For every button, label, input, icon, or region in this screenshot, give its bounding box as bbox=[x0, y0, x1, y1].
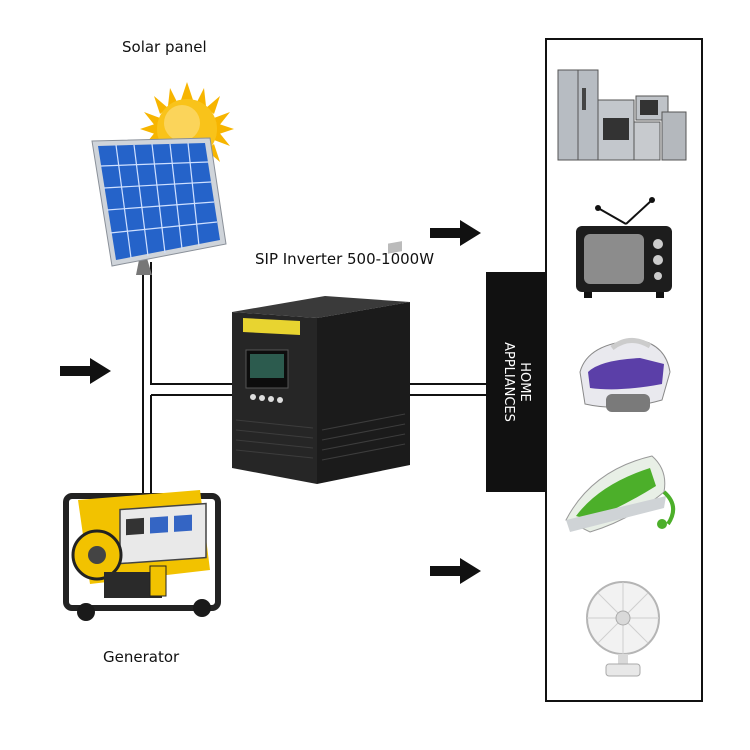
inverter-label: SIP Inverter 500-1000W bbox=[255, 250, 435, 268]
steam-iron-icon bbox=[579, 338, 671, 412]
wires bbox=[142, 262, 488, 498]
kitchen-appliances-icon bbox=[557, 69, 687, 161]
arrow-icon bbox=[430, 220, 481, 246]
home-appliances-box: HOME APPLIANCES bbox=[486, 272, 546, 492]
television-icon bbox=[576, 197, 672, 298]
generator-icon bbox=[63, 490, 221, 621]
solar-panel-label: Solar panel bbox=[122, 38, 207, 56]
generator-label: Generator bbox=[103, 648, 180, 666]
desk-fan-icon bbox=[586, 581, 660, 677]
solar-panel-icon bbox=[91, 137, 227, 275]
arrow-icon bbox=[430, 558, 481, 584]
electric-iron-icon bbox=[565, 455, 676, 533]
arrow-icon bbox=[60, 358, 111, 384]
inverter-icon bbox=[232, 241, 410, 484]
